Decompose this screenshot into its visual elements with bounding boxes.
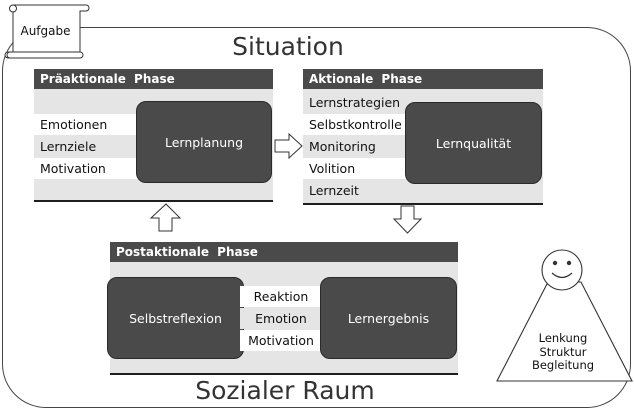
preactional-item-goals: Lernziele: [34, 136, 160, 157]
actional-item-selfcontrol: Selbstkontrolle: [303, 114, 409, 135]
preactional-phase-panel: Präaktionale Phase Emotionen Lernziele M…: [34, 69, 273, 202]
actional-phase-header: Aktionale Phase: [303, 69, 543, 89]
social-space-title: Sozialer Raum: [195, 376, 375, 405]
preactional-item-motivation: Motivation: [34, 158, 160, 179]
actional-phase-panel: Aktionale Phase Lernstrategien Selbstkon…: [303, 69, 543, 205]
actional-item-strategies: Lernstrategien: [303, 92, 409, 113]
actional-item-volition: Volition: [303, 158, 409, 179]
actional-item-time: Lernzeit: [303, 180, 409, 201]
teacher-role-support: Begleitung: [531, 358, 595, 372]
self-reflection-box: Selbstreflexion: [107, 277, 244, 359]
learning-planning-box: Lernplanung: [136, 101, 272, 183]
scroll-label: Aufgabe: [20, 24, 71, 38]
actional-item-monitoring: Monitoring: [303, 136, 409, 157]
arrow-right-icon: [274, 132, 303, 160]
postactional-phase-header: Postaktionale Phase: [110, 242, 458, 262]
preactional-phase-header: Präaktionale Phase: [34, 69, 273, 89]
postactional-item-reaction: Reaktion: [240, 286, 322, 307]
teacher-role-structure: Struktur: [539, 344, 587, 359]
teacher-figure: [496, 249, 633, 382]
learning-result-box: Lernergebnis: [320, 277, 457, 359]
arrow-down-icon: [392, 205, 423, 234]
scroll-icon: [4, 4, 90, 59]
teacher-role-guidance: Lenkung: [538, 331, 588, 345]
postactional-item-motivation: Motivation: [240, 330, 322, 351]
teacher-roles: Lenkung Struktur Begleitung: [525, 331, 601, 373]
smiley-face-icon: [541, 249, 583, 291]
preactional-item-emotions: Emotionen: [34, 114, 160, 135]
postactional-phase-panel: Postaktionale Phase Selbstreflexion Reak…: [107, 242, 458, 375]
postactional-item-emotion: Emotion: [240, 308, 322, 329]
situation-title: Situation: [232, 32, 344, 61]
arrow-up-icon: [149, 203, 182, 232]
learning-quality-box: Lernqualität: [405, 102, 542, 184]
